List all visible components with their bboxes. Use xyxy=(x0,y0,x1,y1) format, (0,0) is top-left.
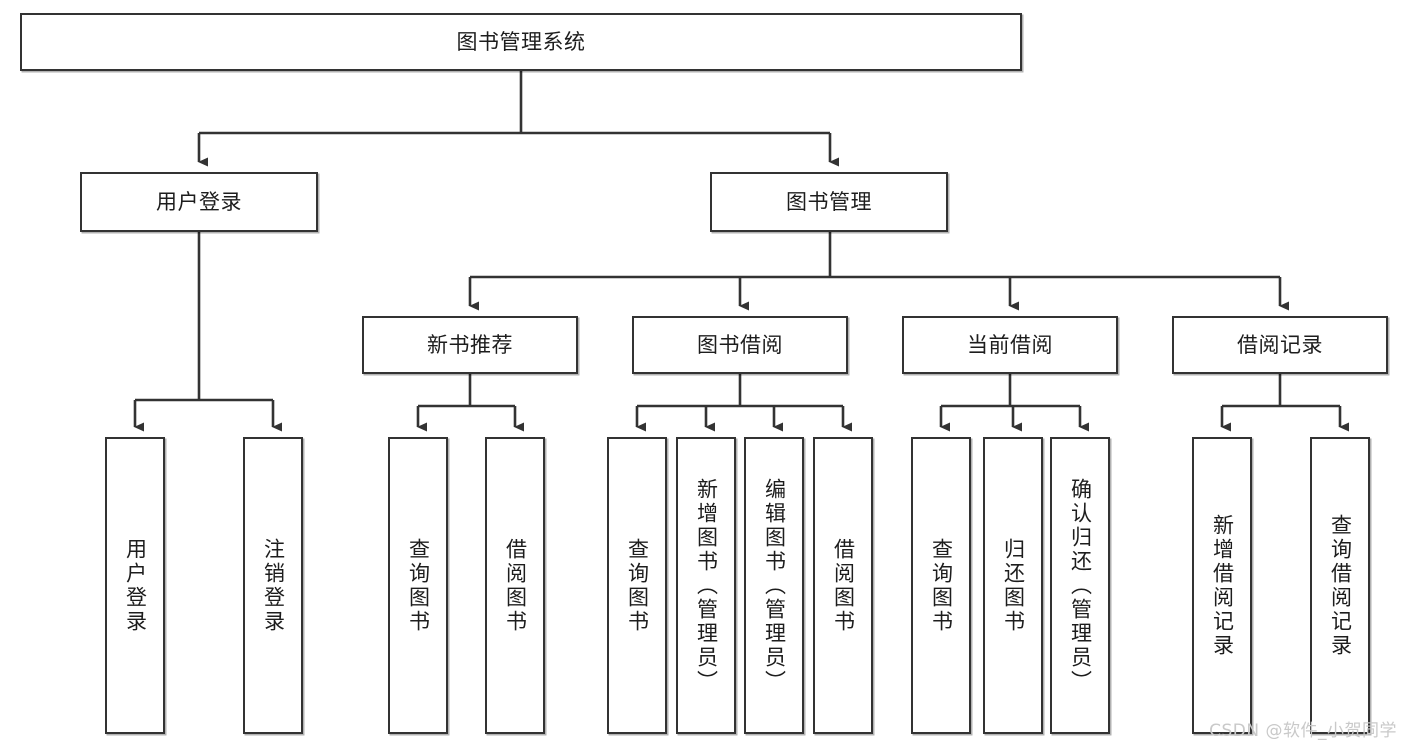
node-root-label: 图书管理系统 xyxy=(456,29,586,54)
watermark-text: CSDN @软件_小贺同学 xyxy=(1209,721,1397,741)
node-book-manage-label: 图书管理 xyxy=(786,189,872,214)
leaf-edit-book[interactable]: 编辑图书（管理员） xyxy=(744,437,804,734)
leaf-query-record[interactable]: 查询借阅记录 xyxy=(1310,437,1370,734)
leaf-user-login[interactable]: 用户登录 xyxy=(105,437,165,734)
leaf-confirm-return[interactable]: 确认归还（管理员） xyxy=(1050,437,1110,734)
node-borrow-record-label: 借阅记录 xyxy=(1237,332,1323,357)
leaf-add-record-label: 新增借阅记录 xyxy=(1210,513,1235,658)
leaf-edit-book-label: 编辑图书（管理员） xyxy=(762,477,787,694)
leaf-query-book-1-label: 查询图书 xyxy=(406,537,431,634)
node-book-borrow[interactable]: 图书借阅 xyxy=(632,316,848,374)
leaf-borrow-book-2[interactable]: 借阅图书 xyxy=(813,437,873,734)
leaf-return-book[interactable]: 归还图书 xyxy=(983,437,1043,734)
leaf-query-record-label: 查询借阅记录 xyxy=(1328,513,1353,658)
leaf-add-record[interactable]: 新增借阅记录 xyxy=(1192,437,1252,734)
node-user-login-label: 用户登录 xyxy=(156,189,242,214)
leaf-query-book-3[interactable]: 查询图书 xyxy=(911,437,971,734)
node-current-borrow[interactable]: 当前借阅 xyxy=(902,316,1118,374)
leaf-query-book-3-label: 查询图书 xyxy=(929,537,954,634)
leaf-query-book-1[interactable]: 查询图书 xyxy=(388,437,448,734)
leaf-borrow-book-2-label: 借阅图书 xyxy=(831,537,856,634)
node-book-manage[interactable]: 图书管理 xyxy=(710,172,948,232)
leaf-add-book[interactable]: 新增图书（管理员） xyxy=(676,437,736,734)
leaf-borrow-book-1[interactable]: 借阅图书 xyxy=(485,437,545,734)
node-new-book-recommend[interactable]: 新书推荐 xyxy=(362,316,578,374)
leaf-confirm-return-label: 确认归还（管理员） xyxy=(1068,477,1093,694)
node-new-book-recommend-label: 新书推荐 xyxy=(427,332,513,357)
leaf-add-book-label: 新增图书（管理员） xyxy=(694,477,719,694)
node-borrow-record[interactable]: 借阅记录 xyxy=(1172,316,1388,374)
leaf-logout-label: 注销登录 xyxy=(261,537,286,634)
node-book-borrow-label: 图书借阅 xyxy=(697,332,783,357)
node-user-login[interactable]: 用户登录 xyxy=(80,172,318,232)
leaf-return-book-label: 归还图书 xyxy=(1001,537,1026,634)
leaf-user-login-label: 用户登录 xyxy=(123,537,148,634)
leaf-query-book-2-label: 查询图书 xyxy=(625,537,650,634)
node-current-borrow-label: 当前借阅 xyxy=(967,332,1053,357)
leaf-logout[interactable]: 注销登录 xyxy=(243,437,303,734)
leaf-borrow-book-1-label: 借阅图书 xyxy=(503,537,528,634)
node-root[interactable]: 图书管理系统 xyxy=(20,13,1022,71)
leaf-query-book-2[interactable]: 查询图书 xyxy=(607,437,667,734)
